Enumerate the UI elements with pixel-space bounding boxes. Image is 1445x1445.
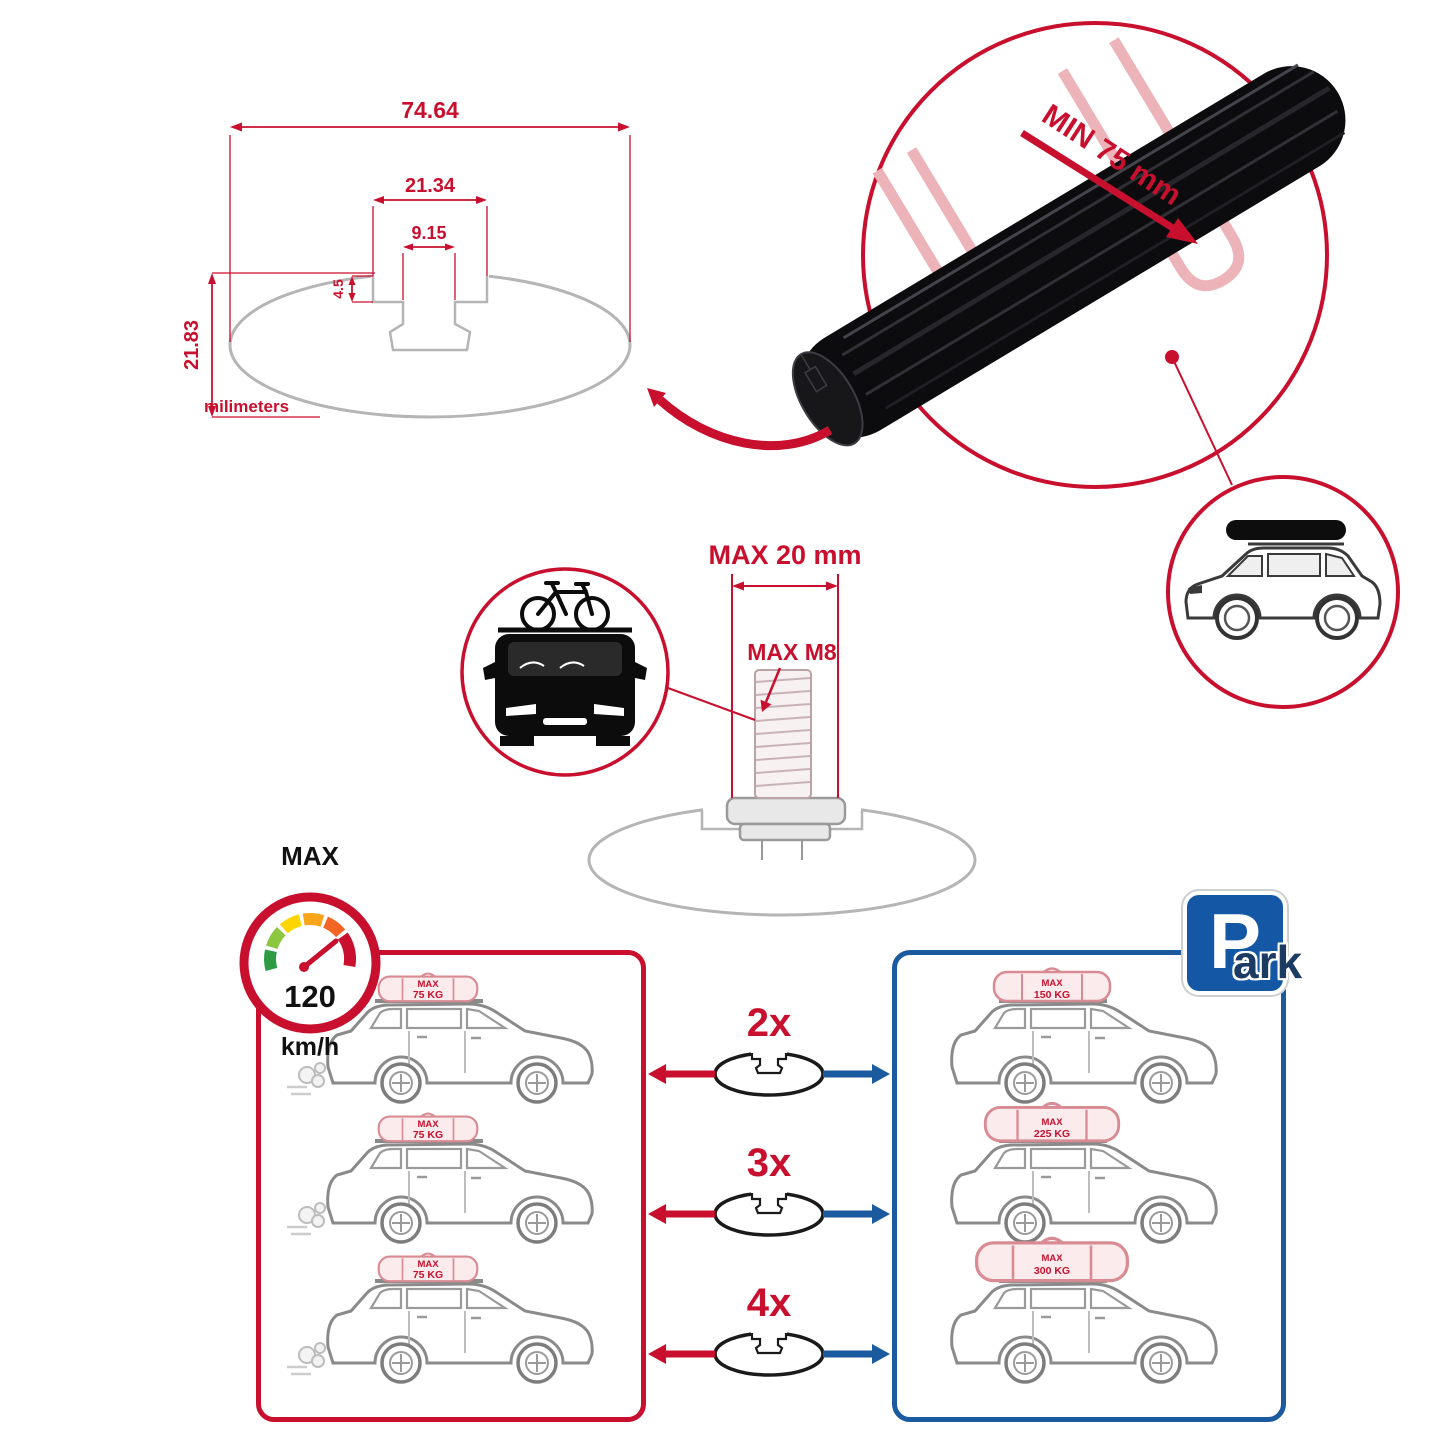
cargo-label-line1: MAX xyxy=(417,1119,439,1130)
crossbar-zoom-detail: MIN 75 mm xyxy=(647,21,1346,489)
multiplier-label: 2x xyxy=(747,1001,792,1045)
gauge-needle xyxy=(301,938,339,970)
red-panel-art: MAX 75 KG MAX 75 KG MAX 75 KG xyxy=(285,972,595,1384)
multiplier-label: 3x xyxy=(747,1141,792,1185)
dimension-lines xyxy=(211,126,631,418)
cargo-label-line1: MAX xyxy=(1041,1117,1063,1128)
dim-height-total: 21.83 xyxy=(181,320,203,370)
crossbar-profile-ellipse xyxy=(228,271,632,419)
cargo-label-line1: MAX xyxy=(1041,1253,1063,1264)
threaded-bolt xyxy=(754,669,812,799)
dim-width-total: 74.64 xyxy=(401,97,459,123)
cargo-label-line2: 75 KG xyxy=(413,989,443,1001)
multiplier-column: 2x 3x 4x xyxy=(648,1001,890,1377)
car-row xyxy=(949,1279,1219,1384)
parking-capacity-panel-blue: MAX 150 KG MAX 225 KG MAX 300 KG xyxy=(892,950,1286,1422)
parking-suffix: ark xyxy=(1233,936,1303,988)
speed-unit: km/h xyxy=(281,1033,339,1061)
cargo-label-line1: MAX xyxy=(417,1259,439,1270)
cargo-label-line2: 75 KG xyxy=(413,1269,443,1281)
bolt-dim-lines xyxy=(667,574,839,798)
car-row xyxy=(949,1139,1219,1244)
cargo-label-line1: MAX xyxy=(1041,978,1063,989)
bolt-max-length-label: MAX 20 mm xyxy=(708,540,861,570)
speed-max-title: MAX xyxy=(281,841,339,871)
leader-to-suv xyxy=(1171,356,1233,486)
parking-sign: P ark xyxy=(1183,891,1302,995)
gauge-arc-segments xyxy=(264,913,356,971)
min-arrow xyxy=(1020,130,1178,233)
dim-depth-step: 4.5 xyxy=(330,279,346,299)
t-nut-flange xyxy=(725,796,847,826)
dim-width-slot: 9.15 xyxy=(411,223,446,243)
units-label: milimeters xyxy=(204,397,289,416)
car-row xyxy=(949,999,1219,1104)
multiplier-label: 4x xyxy=(747,1281,792,1325)
cargo-label-line2: 300 KG xyxy=(1034,1265,1070,1277)
slot-lines xyxy=(700,810,864,860)
parking-letter: P xyxy=(1208,897,1262,985)
bolt-dimension-diagram: MAX 20 mm MAX M8 xyxy=(460,540,977,917)
bolt-max-thread-label: MAX M8 xyxy=(747,639,837,665)
cargo-label-line2: 150 KG xyxy=(1034,989,1070,1001)
car-row xyxy=(325,1279,595,1384)
blue-panel-art: MAX 150 KG MAX 225 KG MAX 300 KG xyxy=(949,967,1219,1384)
cross-section-dimension-diagram: 74.64 21.34 9.15 4.5 21.83 milimeters xyxy=(181,97,632,419)
arrow-to-cross-section xyxy=(656,396,833,451)
suv-roofbox-circle xyxy=(1166,475,1400,709)
suv-with-roofbox-icon xyxy=(1184,520,1382,640)
t-slot-channel-profile xyxy=(371,276,489,352)
speed-limit-gauge: MAX 120 km/h xyxy=(239,841,381,1061)
crossbar-3d-render xyxy=(791,63,1346,447)
cargo-label-line2: 75 KG xyxy=(413,1129,443,1141)
car-front-with-bike-icon xyxy=(483,581,647,746)
car-row xyxy=(325,1139,595,1244)
speed-value: 120 xyxy=(284,979,336,1014)
cargo-label-line2: 225 KG xyxy=(1034,1128,1070,1140)
cargo-label-line1: MAX xyxy=(417,979,439,990)
dimension-arrowheads xyxy=(208,122,630,417)
dim-width-channel: 21.34 xyxy=(405,175,456,197)
